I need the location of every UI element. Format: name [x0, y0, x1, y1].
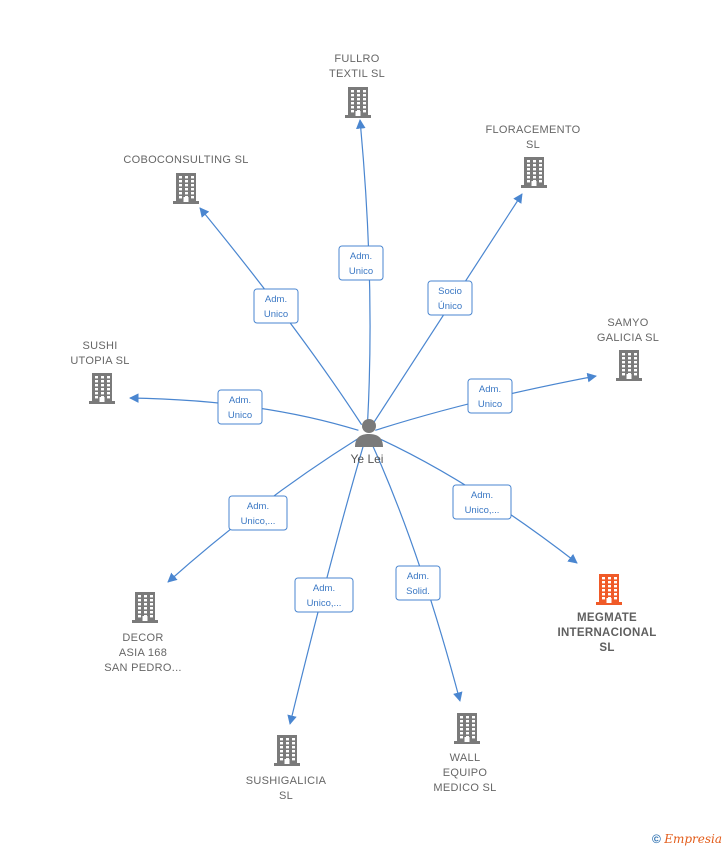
center-person-name[interactable]: Ye Lei — [350, 452, 384, 466]
relation-box[interactable] — [228, 495, 288, 531]
relation-text: Solid. — [406, 586, 430, 597]
relation-text: Adm. — [350, 251, 372, 262]
company-name-line: SL — [599, 642, 615, 654]
company-name-line: DECOR — [122, 632, 164, 644]
building-icon-sushi-utopia[interactable] — [89, 372, 115, 409]
relation-box[interactable] — [338, 245, 384, 281]
company-name-samyo[interactable]: SAMYO GALICIA SL — [543, 316, 713, 346]
company-name-line: MEGMATE — [576, 612, 638, 624]
building-icon-samyo[interactable] — [616, 349, 642, 386]
relation-text: Unico — [478, 399, 502, 410]
relation-text: Adm. — [247, 501, 269, 512]
relation-text: Adm. — [471, 490, 493, 501]
relation-text: Unico,... — [465, 505, 500, 516]
company-name-line: EQUIPO — [442, 767, 488, 779]
relation-label-sushigalicia[interactable]: Adm. Unico,... — [294, 577, 354, 613]
building-icon-floracemento[interactable] — [521, 156, 547, 193]
relation-text: Adm. — [229, 395, 251, 406]
company-name-line: INTERNACIONAL — [557, 627, 657, 639]
relation-box[interactable] — [217, 389, 263, 425]
company-name-wall[interactable]: WALL EQUIPO MEDICO SL — [380, 751, 550, 796]
relation-label-wall[interactable]: Adm. Solid. — [395, 565, 441, 601]
company-name-line: SAN PEDRO... — [104, 662, 182, 674]
relation-text: Adm. — [265, 294, 287, 305]
relation-text: Unico — [349, 266, 373, 277]
company-name-fullro[interactable]: FULLRO TEXTIL SL — [272, 52, 442, 82]
relation-label-megmate[interactable]: Adm. Unico,... — [452, 484, 512, 520]
company-name-floracemento[interactable]: FLORACEMENTO SL — [448, 123, 618, 153]
company-name-line: FLORACEMENTO — [485, 124, 581, 136]
relation-box[interactable] — [452, 484, 512, 520]
company-name-line: SL — [525, 139, 541, 151]
company-name-line: FULLRO — [334, 53, 380, 65]
building-icon-coboconsulting[interactable] — [173, 172, 199, 209]
relation-text: Adm. — [407, 571, 429, 582]
relation-text: Único — [438, 301, 462, 312]
company-name-line: TEXTIL SL — [328, 68, 386, 80]
company-name-line: WALL — [449, 752, 481, 764]
relation-text: Adm. — [479, 384, 501, 395]
company-name-sushigalicia[interactable]: SUSHIGALICIA SL — [201, 774, 371, 804]
copyright-icon: © — [652, 832, 661, 846]
relation-label-coboconsulting[interactable]: Adm. Unico — [253, 288, 299, 324]
relation-box[interactable] — [253, 288, 299, 324]
company-name-line: MEDICO SL — [433, 782, 497, 794]
relation-text: Unico,... — [241, 516, 276, 527]
relation-box[interactable] — [294, 577, 354, 613]
company-name-line: ASIA 168 — [118, 647, 168, 659]
relation-text: Unico — [228, 410, 252, 421]
relation-label-sushi-utopia[interactable]: Adm. Unico — [217, 389, 263, 425]
building-icon-wall[interactable] — [454, 712, 480, 749]
highlighted-building-icon-megmate[interactable] — [596, 573, 622, 610]
relation-text: Unico,... — [307, 598, 342, 609]
company-name-line: SL — [278, 790, 294, 802]
building-icon-sushigalicia[interactable] — [274, 734, 300, 771]
footer-brand: © Empresia — [652, 832, 722, 846]
building-icon-decor[interactable] — [132, 591, 158, 628]
relation-text: Socio — [438, 286, 462, 297]
company-name-line: UTOPIA SL — [70, 355, 130, 367]
relation-label-decor[interactable]: Adm. Unico,... — [228, 495, 288, 531]
edge-wall — [370, 442, 463, 702]
company-name-line: SUSHI — [82, 340, 118, 352]
relation-text: Unico — [264, 309, 288, 320]
building-icon-fullro[interactable] — [345, 86, 371, 123]
relation-text: Adm. — [313, 583, 335, 594]
company-name-line: GALICIA SL — [596, 332, 660, 344]
brand-logo: Empresia — [664, 832, 722, 846]
relation-box[interactable] — [427, 280, 473, 316]
company-name-megmate[interactable]: MEGMATE INTERNACIONAL SL — [522, 611, 692, 656]
company-name-line: COBOCONSULTING SL — [123, 154, 249, 166]
company-name-line: SAMYO — [607, 317, 649, 329]
person-icon[interactable] — [353, 417, 385, 452]
relation-label-fullro[interactable]: Adm. Unico — [338, 245, 384, 281]
relation-box[interactable] — [467, 378, 513, 414]
edge-sushigalicia — [287, 442, 365, 725]
company-name-sushi-utopia[interactable]: SUSHI UTOPIA SL — [15, 339, 185, 369]
relation-box[interactable] — [395, 565, 441, 601]
relation-label-samyo[interactable]: Adm. Unico — [467, 378, 513, 414]
company-name-line: SUSHIGALICIA — [245, 775, 327, 787]
company-name-coboconsulting[interactable]: COBOCONSULTING SL — [101, 153, 271, 168]
